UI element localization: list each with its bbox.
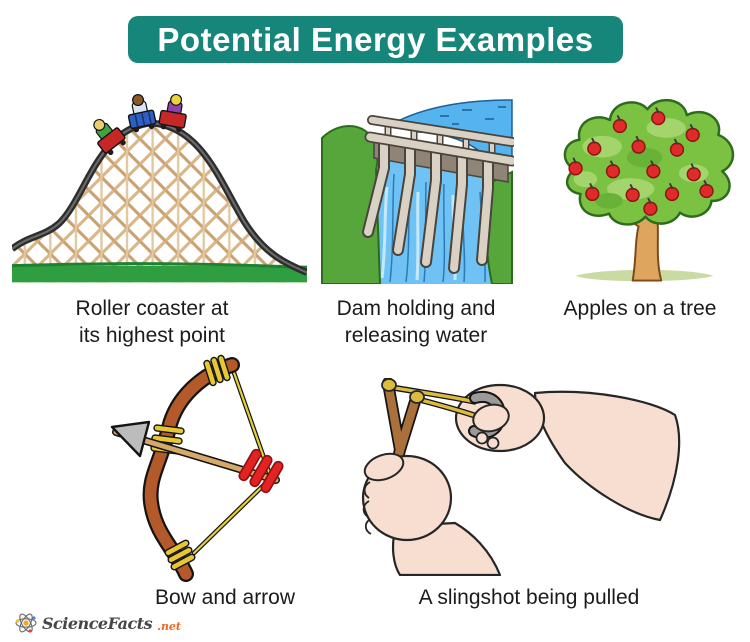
left-fingers [362, 481, 372, 535]
caption-line: A slingshot being pulled [418, 586, 640, 609]
left-thumb [363, 452, 405, 482]
caption-line: Bow and arrow [154, 586, 296, 609]
apple-tree-illustration [563, 98, 735, 282]
grass [12, 265, 307, 283]
dam-pillars [362, 138, 494, 274]
brand-name: ScienceFacts [42, 613, 153, 633]
brand-tld: .net [157, 620, 182, 633]
dam-illustration [321, 99, 514, 284]
slingshot-illustration [361, 378, 681, 576]
arrowhead [110, 420, 151, 458]
caption-line: Apples on a tree [563, 297, 717, 320]
arrow-fletching [238, 448, 284, 494]
page-title: Potential Energy Examples [157, 20, 594, 58]
roller-coaster-illustration [12, 93, 307, 283]
coaster-lattice [12, 123, 307, 283]
dam-bridge [364, 115, 514, 167]
bow-and-arrow-illustration [110, 354, 284, 582]
atom-icon [15, 613, 37, 633]
caption-apple-tree: Apples on a tree [520, 295, 750, 322]
coaster-cars [93, 93, 187, 156]
caption-slingshot: A slingshot being pulled [389, 584, 669, 611]
brand-logo: ScienceFacts .net [14, 611, 181, 635]
caption-roller-coaster: Roller coaster at its highest point [32, 295, 272, 349]
right-arm [533, 390, 681, 522]
caption-dam: Dam holding and releasing water [296, 295, 536, 349]
right-thumb [472, 403, 510, 433]
caption-bow-arrow: Bow and arrow [90, 584, 360, 611]
caption-line: releasing water [344, 324, 488, 347]
caption-line: its highest point [79, 324, 225, 347]
bow-wraps [150, 354, 231, 571]
caption-line: Roller coaster at [75, 297, 229, 320]
title-banner: Potential Energy Examples [128, 16, 623, 63]
rubber-band [389, 384, 477, 419]
caption-line: Dam holding and [336, 297, 496, 320]
